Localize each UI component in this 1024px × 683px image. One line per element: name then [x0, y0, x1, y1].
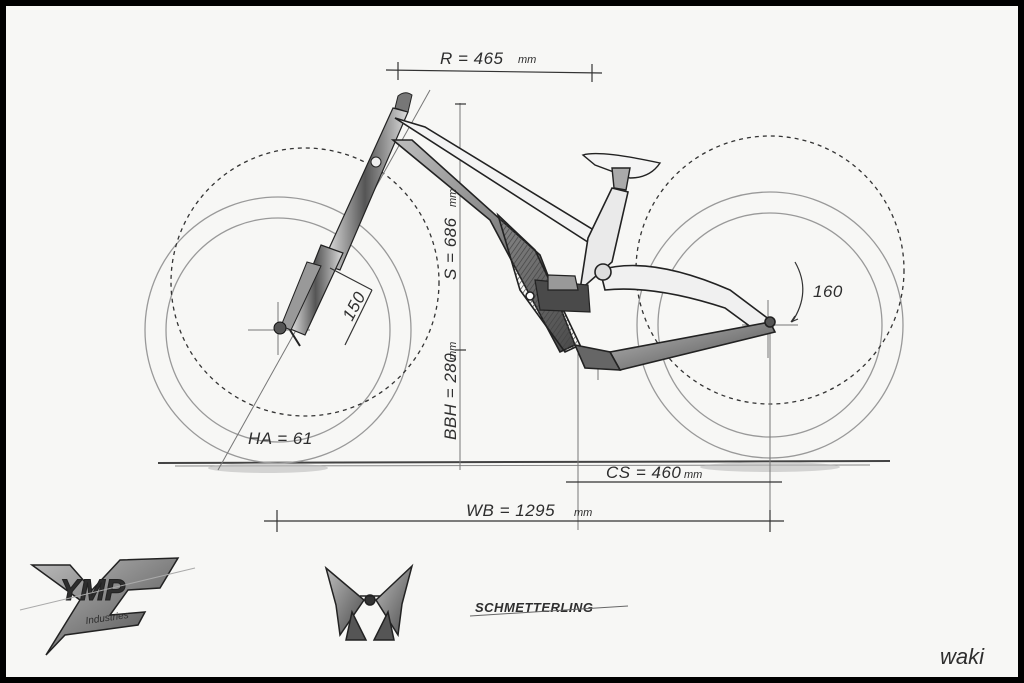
model-name: SCHMETTERLING	[475, 600, 593, 615]
stack-unit: mm	[447, 189, 459, 207]
head-angle-label: HA = 61	[248, 429, 313, 448]
stack-label: S = 686	[441, 217, 460, 280]
artist-signature: waki	[940, 644, 985, 669]
bb-height-unit: mm	[447, 342, 459, 360]
reach-label: R = 465	[440, 49, 504, 68]
wheelbase-unit: mm	[574, 507, 592, 519]
rear-shock	[534, 274, 591, 313]
chainstay-unit: mm	[684, 469, 702, 481]
chainstay-label: CS = 460	[606, 463, 681, 482]
front-wheel	[144, 147, 440, 464]
dimension-lines	[264, 62, 804, 532]
ymp-logo-text: YMP	[60, 574, 126, 607]
model-name-underline	[469, 605, 629, 617]
rear-travel-label: 160	[813, 282, 843, 301]
suspension-fork	[273, 92, 413, 347]
reach-unit: mm	[518, 54, 536, 66]
wheelbase-label: WB = 1295	[466, 501, 555, 520]
bb-height-label: BBH = 280	[441, 353, 460, 440]
paper-background	[6, 6, 1018, 677]
butterfly-emblem	[324, 563, 414, 641]
saddle	[581, 152, 662, 191]
ymp-logo: YMP Industries	[19, 557, 196, 656]
fork-travel-label: 150	[339, 289, 370, 324]
